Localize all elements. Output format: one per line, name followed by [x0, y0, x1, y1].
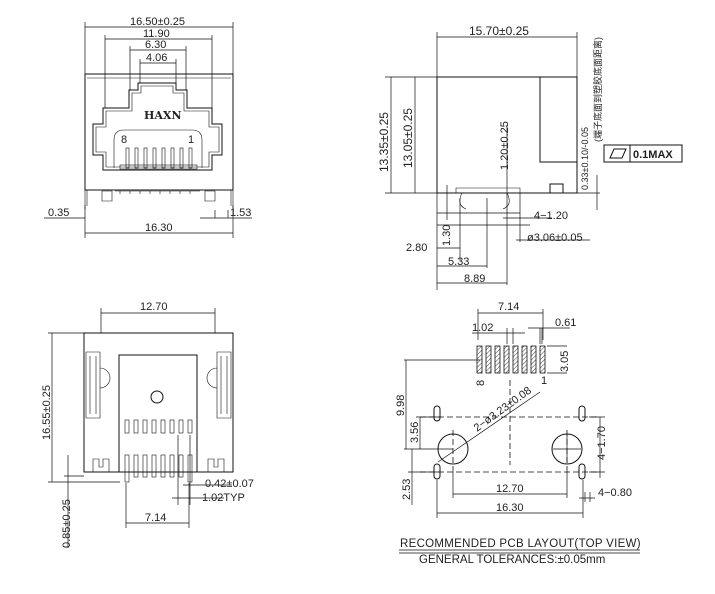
dim-hole-diameter: 2−ø3.23±0.08 [472, 385, 534, 435]
flatness-tolerance-frame: 0.1MAX [603, 144, 683, 163]
dim-4-1-20: 4−1.20 [534, 210, 568, 222]
center-post [150, 390, 164, 404]
dim-4-06: 4.06 [146, 52, 167, 64]
dim-16-30: 16.30 [496, 502, 524, 514]
flatness-icon [609, 148, 627, 159]
dim-16-50: 16.50±0.25 [130, 16, 185, 28]
dim-1-20: 1.20±0.25 [499, 121, 511, 170]
dim-11-90: 11.90 [143, 28, 170, 40]
dim-6-30: 6.30 [145, 39, 166, 51]
flatness-value: 0.1MAX [633, 149, 673, 161]
bottom-body-outline [83, 332, 234, 473]
dim-2-53: 2.53 [401, 479, 413, 500]
bottom-view: 12.70 16.55±0.25 0.85±0.25 0.42±0.07 1.0… [41, 301, 254, 548]
dim-7-14: 7.14 [498, 301, 519, 313]
front-body-outline [84, 73, 234, 191]
dim-8-89: 8.89 [464, 273, 485, 285]
dim-1-02: 1.02 [472, 322, 493, 334]
dim-0-33: 0.33±0.10/-0.05 [580, 127, 590, 190]
dim-3-05: 3.05 [559, 351, 571, 372]
dim-12-70: 12.70 [140, 301, 168, 313]
mount-slot [578, 463, 586, 480]
pins [124, 454, 193, 483]
mount-slot [433, 463, 441, 480]
dim-4-1-70: 4−1.70 [596, 426, 608, 460]
dim-12-70: 12.70 [496, 483, 524, 495]
pcb-layout: 8 1 7.14 1.02 0.61 3.05 9.98 3.56 2.53 2… [395, 301, 641, 566]
brand-logo: HAXN [144, 109, 182, 122]
contact-pins [119, 147, 198, 170]
dim-13-35: 13.35±0.25 [377, 112, 391, 172]
mount-slot [578, 405, 586, 422]
dim-0-35: 0.35 [48, 207, 69, 219]
general-tolerances: GENERAL TOLERANCES:±0.05mm [419, 554, 605, 566]
pin-slots [124, 419, 193, 434]
pad-1-label: 1 [541, 375, 547, 387]
dim-5-33: 5.33 [448, 256, 469, 268]
dim-9-98: 9.98 [395, 395, 407, 416]
dim-pin-width: 0.42±0.07 [205, 478, 254, 490]
dim-16-55: 16.55±0.25 [41, 385, 53, 440]
locating-hole [551, 433, 583, 465]
jack-opening [92, 82, 223, 171]
dim-0-85: 0.85±0.25 [61, 499, 73, 548]
mount-slot [433, 405, 441, 422]
note-terminal-distance: (端子底面到塑胶底面距离) [592, 37, 603, 142]
dim-7-14: 7.14 [145, 512, 166, 524]
dim-13-05: 13.05±0.25 [401, 108, 415, 168]
pad-8-label: 8 [475, 380, 487, 386]
dim-1-53: 1.53 [230, 207, 251, 219]
pcb-layout-caption: RECOMMENDED PCB LAYOUT(TOP VIEW) [400, 538, 641, 550]
front-view: HAXN 8 1 16.50±0.25 11.90 6.30 4.06 0.35… [44, 16, 252, 238]
pin-8-label: 8 [121, 134, 127, 146]
dim-15-70: 15.70±0.25 [469, 24, 529, 38]
dim-post-diameter: ø3.06±0.05 [527, 232, 583, 244]
dim-3-56: 3.56 [409, 422, 421, 443]
dim-2-80: 2.80 [406, 242, 427, 254]
dim-4-0-80: 4−0.80 [598, 487, 632, 499]
pin-1-label: 1 [188, 134, 194, 146]
dim-1-30: 1.30 [441, 225, 453, 246]
dim-0-61: 0.61 [555, 317, 576, 329]
dim-16-30: 16.30 [145, 222, 173, 234]
side-view: 15.70±0.25 13.35±0.25 13.05±0.25 1.20±0.… [377, 24, 683, 290]
dim-pin-pitch: 1.02TYP [202, 492, 245, 504]
signal-pads [476, 345, 546, 374]
